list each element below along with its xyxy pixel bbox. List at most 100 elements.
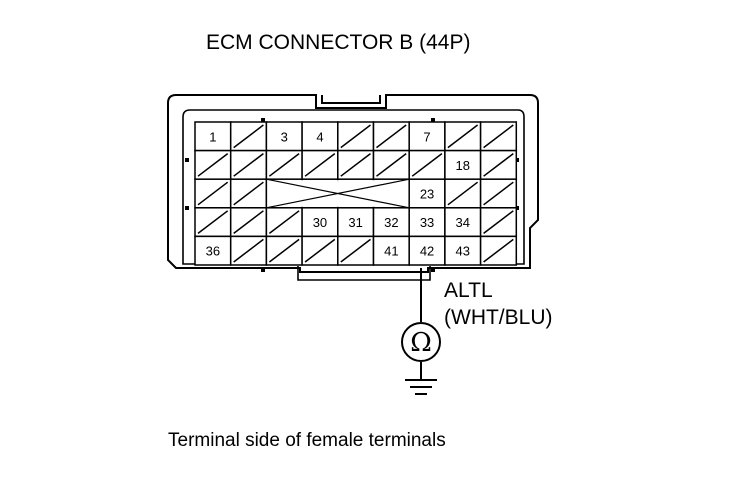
- unused-terminal-slash: [233, 210, 264, 234]
- terminal-blank: [444, 121, 482, 152]
- terminal-blank: [301, 235, 339, 266]
- unused-terminal-slash: [483, 153, 514, 177]
- terminal-7: 7: [408, 121, 446, 152]
- unused-terminal-slash: [233, 238, 264, 263]
- terminal-36: 36: [194, 235, 232, 266]
- unused-terminal-slash: [197, 181, 229, 206]
- terminal-cell: [265, 121, 303, 152]
- terminal-23: 23: [408, 178, 446, 209]
- wire-name-label: ALTL: [444, 279, 493, 302]
- unused-terminal-slash: [268, 153, 300, 177]
- cavity-cross-line: [266, 178, 410, 209]
- terminal-blank: [444, 178, 482, 209]
- terminal-blank: [229, 178, 268, 209]
- terminal-blank: [372, 149, 410, 180]
- unused-terminal-slash: [483, 210, 514, 234]
- unused-terminal-slash: [197, 210, 229, 234]
- terminal-blank: [229, 235, 268, 266]
- connector-housing: [167, 94, 539, 281]
- terminal-18: 18: [444, 149, 482, 180]
- terminal-number: 1: [209, 129, 216, 144]
- unused-terminal-slash: [268, 238, 300, 263]
- unused-terminal-slash: [268, 210, 300, 234]
- diagram-caption: Terminal side of female terminals: [168, 430, 446, 451]
- terminal-blank: [229, 207, 268, 238]
- terminal-number: 3: [281, 129, 288, 144]
- terminal-number: 41: [384, 244, 398, 259]
- unused-terminal-slash: [233, 181, 264, 206]
- terminal-blank: [479, 178, 518, 209]
- unused-terminal-slash: [447, 124, 479, 149]
- terminal-number: 30: [313, 215, 327, 230]
- terminal-number: 23: [420, 187, 434, 202]
- ground-icon: [405, 379, 437, 395]
- terminal-blank: [337, 235, 375, 266]
- unused-terminal-slash: [376, 153, 407, 177]
- terminal-cell: [408, 121, 446, 152]
- terminal-blank: [337, 121, 375, 152]
- unused-terminal-slash: [376, 124, 407, 149]
- unused-terminal-slash: [233, 153, 264, 177]
- terminal-number: 4: [316, 129, 323, 144]
- terminal-blank: [229, 121, 268, 152]
- terminal-33: 33: [408, 207, 446, 238]
- terminal-cell: [372, 235, 410, 266]
- terminal-30: 30: [301, 207, 339, 238]
- terminal-blank: [229, 149, 268, 180]
- terminal-41: 41: [372, 235, 410, 266]
- terminal-number: 36: [206, 244, 220, 259]
- unused-terminal-slash: [483, 124, 514, 149]
- terminal-blank: [265, 235, 303, 266]
- terminal-number: 34: [456, 215, 470, 230]
- terminal-cell: [194, 235, 232, 266]
- terminal-31: 31: [337, 207, 375, 238]
- terminal-number: 31: [348, 215, 362, 230]
- terminal-blank: [301, 149, 339, 180]
- unused-terminal-slash: [411, 153, 443, 177]
- terminal-blank: [337, 149, 375, 180]
- terminal-number: 42: [420, 244, 434, 259]
- terminal-4: 4: [301, 121, 339, 152]
- terminal-3: 3: [265, 121, 303, 152]
- unused-terminal-slash: [447, 181, 479, 206]
- ohmmeter-icon: Ω: [401, 322, 441, 362]
- terminal-32: 32: [372, 207, 410, 238]
- terminal-blank: [479, 149, 518, 180]
- terminal-blank: [479, 235, 518, 266]
- terminal-1: 1: [194, 121, 232, 152]
- ohmmeter-symbol: Ω: [410, 328, 432, 358]
- terminal-cell: [372, 207, 410, 238]
- terminal-number: 32: [384, 215, 398, 230]
- terminal-blank: [194, 207, 232, 238]
- unused-terminal-slash: [304, 238, 336, 263]
- terminal-blank: [194, 178, 232, 209]
- terminal-43: 43: [444, 235, 482, 266]
- terminal-number: 33: [420, 215, 434, 230]
- terminal-blank: [372, 121, 410, 152]
- terminal-blank: [479, 207, 518, 238]
- wire-color-label: (WHT/BLU): [444, 306, 553, 329]
- unused-terminal-slash: [483, 181, 514, 206]
- unused-terminal-slash: [340, 124, 371, 149]
- terminal-number: 43: [456, 244, 470, 259]
- terminal-blank: [265, 207, 303, 238]
- terminal-number: 7: [423, 129, 430, 144]
- terminal-42: 42: [408, 235, 446, 266]
- diagram-title: ECM CONNECTOR B (44P): [206, 31, 470, 54]
- terminal-blank: [194, 149, 232, 180]
- unused-terminal-slash: [340, 238, 371, 263]
- unused-terminal-slash: [304, 153, 336, 177]
- terminal-blank: [408, 149, 446, 180]
- unused-terminal-slash: [233, 124, 264, 149]
- terminal-cell: [444, 235, 482, 266]
- terminal-number: 18: [456, 158, 470, 173]
- terminal-blank: [479, 121, 518, 152]
- terminal-blank: [265, 149, 303, 180]
- terminal-cell: [408, 235, 446, 266]
- unused-terminal-slash: [483, 238, 514, 263]
- unused-terminal-slash: [197, 153, 229, 177]
- unused-terminal-slash: [340, 153, 371, 177]
- terminal-34: 34: [444, 207, 482, 238]
